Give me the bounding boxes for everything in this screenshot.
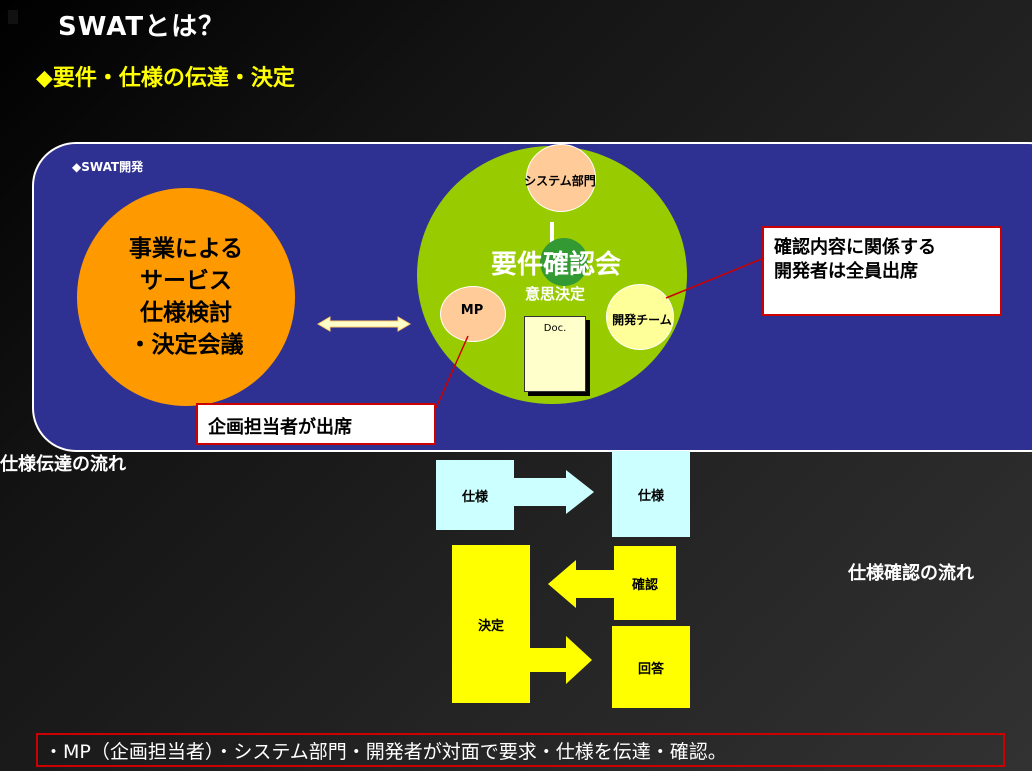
document-icon: Doc. <box>524 316 586 392</box>
right-arrow-icon <box>514 470 594 514</box>
meeting-title: 要件確認会 <box>490 250 621 280</box>
callout-devs-pointer <box>665 257 765 299</box>
callout-planner-pointer <box>435 335 469 409</box>
summary-box <box>36 733 1005 767</box>
system-dept-label: システム部門 <box>524 174 596 188</box>
callout-devs: 確認内容に関係する 開発者は全員出席 <box>762 226 1002 316</box>
title-bullet-square <box>8 10 18 24</box>
system-dept-circle <box>526 144 596 212</box>
slide-subtitle: ◆要件・仕様の伝達・決定 <box>36 66 295 91</box>
dev-team-label: 開発チーム <box>612 313 672 327</box>
callout-devs-text: 確認内容に関係する 開発者は全員出席 <box>774 237 936 282</box>
decision-label: 意思決定 <box>524 285 585 303</box>
business-meeting-circle: 事業による サービス 仕様検討 ・決定会議 <box>77 188 295 406</box>
spec-box-left: 仕様 <box>436 460 514 530</box>
callout-planner: 企画担当者が出席 <box>196 403 436 445</box>
summary-text: ・MP（企画担当者）・システム部門・開発者が対面で要求・仕様を伝達・確認。 <box>44 741 727 763</box>
dev-team-circle <box>606 284 674 350</box>
mp-circle <box>440 286 506 342</box>
spec-box-right: 仕様 <box>612 451 690 537</box>
panel-label: ◆SWAT開発 <box>72 160 144 174</box>
answer-box: 回答 <box>612 626 690 708</box>
doc-label: Doc. <box>543 323 567 334</box>
double-arrow-icon <box>317 316 411 332</box>
slide-title: SWATとは？ <box>58 12 226 42</box>
decide-box: 決定 <box>452 545 530 703</box>
spec-confirm-label: 仕様確認の流れ <box>848 563 974 584</box>
right-arrow-icon-2 <box>530 636 592 684</box>
spec-flow-label: 仕様伝達の流れ <box>0 454 126 475</box>
business-meeting-text: 事業による サービス 仕様検討 ・決定会議 <box>128 236 244 358</box>
confirm-box: 確認 <box>614 546 676 620</box>
left-arrow-icon <box>548 560 614 608</box>
mp-label: MP <box>460 303 484 318</box>
center-node <box>540 238 588 286</box>
